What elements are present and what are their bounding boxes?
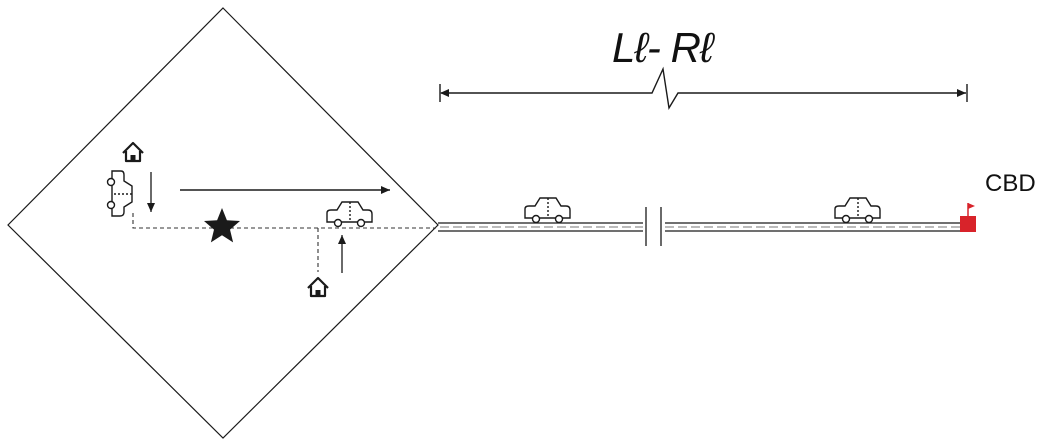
star-icon	[204, 208, 240, 243]
distance-arrow	[439, 66, 968, 111]
road-break-marker	[645, 207, 662, 246]
house-icon	[122, 141, 144, 163]
highway-road	[438, 207, 963, 246]
distance-label: Lℓ- Rℓ	[612, 24, 713, 71]
cbd-label: CBD	[985, 170, 1036, 197]
car-icon	[326, 201, 373, 228]
local-streets	[132, 213, 436, 272]
car-icon	[106, 170, 133, 217]
flag-icon	[968, 203, 975, 209]
car-icon	[834, 197, 881, 224]
house-icon	[307, 276, 329, 298]
cbd-marker	[960, 203, 976, 232]
car-icon	[524, 197, 571, 224]
city-region	[7, 7, 439, 439]
